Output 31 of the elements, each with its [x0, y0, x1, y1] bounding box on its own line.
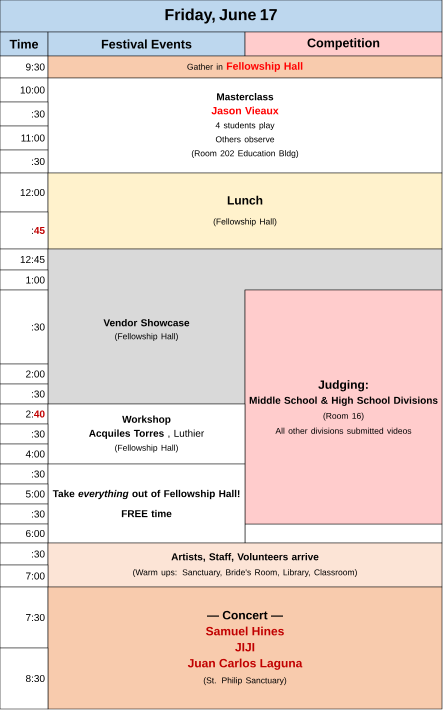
time-cell: :30 — [0, 542, 48, 566]
time-cell: :30 — [0, 384, 48, 404]
time-cell: :30 — [0, 102, 48, 126]
time-cell: :30 — [0, 504, 48, 524]
time-cell: 11:00 — [0, 126, 48, 150]
time-cell: :45 — [0, 212, 48, 250]
event-cell: — Concert — Samuel Hines JIJI Juan Carlos Laguna (St. Philip Sanctuary) — [48, 586, 442, 710]
time-cell: 2:00 — [0, 364, 48, 384]
event-cell: Take everything out of Fellowship Hall! FREE time — [48, 464, 246, 544]
event-cell: Judging: Middle School & High School Divisions (Room 16) All other divisions submitted videos — [244, 290, 442, 524]
time-cell: 12:45 — [0, 248, 48, 270]
event-cell: Workshop Acquiles Torres , Luthier (Fellowship Hall) — [48, 404, 246, 464]
time-cell: 2:40 — [0, 404, 48, 424]
event-cell: Lunch (Fellowship Hall) — [48, 172, 442, 250]
time-cell: :30 — [0, 464, 48, 484]
time-cell: :30 — [0, 150, 48, 174]
event-cell: Artists, Staff, Volunteers arrive (Warm ups: Sanctuary, Bride's Room, Library, Classroom) — [48, 542, 442, 588]
time-cell: 12:00 — [0, 172, 48, 212]
time-cell: 6:00 — [0, 524, 48, 544]
header-cell: Time — [0, 32, 48, 56]
time-cell: 8:30 — [0, 648, 48, 710]
time-cell: 5:00 — [0, 484, 48, 504]
time-cell: 1:00 — [0, 270, 48, 290]
time-cell: 9:30 — [0, 56, 48, 78]
event-cell: Gather in Fellowship Hall — [48, 56, 442, 78]
time-cell: :30 — [0, 424, 48, 444]
header-cell: Competition — [244, 32, 442, 56]
event-cell: Masterclass Jason Vieaux 4 students play Others observe (Room 202 Education Bldg) — [48, 78, 442, 174]
time-cell: 4:00 — [0, 444, 48, 464]
time-cell: 7:00 — [0, 564, 48, 588]
time-cell: 10:00 — [0, 78, 48, 102]
